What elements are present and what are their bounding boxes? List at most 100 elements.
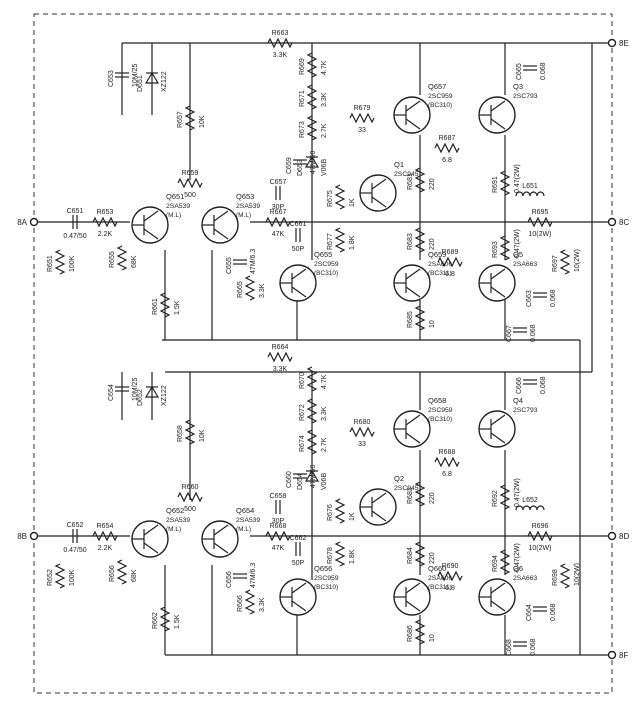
capacitor-value: 0.47/50: [63, 233, 86, 240]
resistor-value: 500: [184, 192, 196, 199]
resistor-label: R688: [439, 449, 456, 456]
resistor-r672: [306, 398, 318, 424]
capacitor-c656: [233, 573, 247, 579]
resistor-r698: [559, 563, 571, 589]
capacitor-value: 0.068: [550, 603, 557, 621]
terminal-label: 8B: [17, 532, 27, 541]
transistor-q659: [393, 264, 431, 302]
resistor-r659-symbol: [177, 177, 203, 189]
resistor-r673-symbol: [306, 115, 318, 141]
resistor-r681: [414, 167, 426, 193]
resistor-r693-symbol: [499, 235, 511, 261]
diode-type: V06B: [321, 473, 328, 490]
transistor-extra-label: (M.L): [166, 526, 181, 533]
resistor-value: 10(2W): [574, 249, 581, 272]
resistor-value: 1.8K: [349, 549, 356, 564]
resistor-r693: [499, 235, 511, 261]
resistor-r682-symbol: [414, 481, 426, 507]
resistor-r663-symbol: [267, 37, 293, 49]
resistor-r689-symbol: [437, 256, 463, 268]
transistor-type-label: 2SA539: [166, 203, 190, 210]
resistor-r689: [437, 256, 463, 268]
capacitor-label: C666: [516, 377, 523, 394]
transistor-label: Q653: [236, 192, 254, 201]
terminal-label: 8D: [619, 532, 629, 541]
resistor-label: R660: [182, 484, 199, 491]
transistor-type-label: 2SC959: [428, 93, 453, 100]
diode-type: V06B: [321, 159, 328, 176]
resistor-label: R687: [439, 135, 456, 142]
transistor-type-label: 2SC793: [513, 407, 538, 414]
capacitor-c666: [523, 379, 537, 385]
resistor-value: 33: [358, 441, 366, 448]
resistor-label: R683: [407, 233, 414, 250]
resistor-r668-symbol: [265, 530, 291, 542]
transistor-q655: [279, 264, 317, 302]
transistor-label: Q6: [513, 564, 523, 573]
resistor-label: R692: [492, 490, 499, 507]
resistor-r694: [499, 549, 511, 575]
resistor-value: 220: [429, 238, 436, 250]
inductor-l652: [515, 505, 545, 511]
capacitor-c660: [293, 473, 307, 479]
transistor-q652: [131, 520, 169, 558]
resistor-value: 10K: [199, 429, 206, 442]
resistor-label: R686: [407, 625, 414, 642]
resistor-value: 100K: [69, 569, 76, 586]
resistor-label: R665: [237, 281, 244, 298]
resistor-r669: [306, 52, 318, 78]
capacitor-c653: [115, 72, 129, 78]
transistor-q653: [201, 206, 239, 244]
resistor-r652-symbol: [54, 563, 66, 589]
diode-label: D653: [297, 159, 304, 176]
resistor-value: 10: [429, 634, 436, 642]
resistor-r666: [244, 589, 256, 615]
resistor-label: R682: [407, 487, 414, 504]
resistor-value: 4.7K: [321, 60, 328, 75]
resistor-r668: [265, 530, 291, 542]
resistor-label: R668: [270, 523, 287, 530]
transistor-q5: [478, 264, 516, 302]
diode-type: XZ122: [161, 385, 168, 406]
resistor-r651: [54, 249, 66, 275]
resistor-r661: [159, 292, 171, 318]
transistor-label: Q5: [513, 250, 523, 259]
resistor-r690-symbol: [437, 570, 463, 582]
resistor-r657: [184, 105, 196, 131]
transistor-q654: [201, 520, 239, 558]
capacitor-value: 10M/25: [132, 64, 139, 87]
capacitor-value: 47M/50: [310, 151, 317, 174]
resistor-r652: [54, 563, 66, 589]
resistor-label: R690: [442, 563, 459, 570]
resistor-r692: [499, 484, 511, 510]
capacitor-value: 47M/50: [310, 465, 317, 488]
resistor-r661-symbol: [159, 292, 171, 318]
transistor-type-label: 2SC945: [394, 485, 419, 492]
resistor-r673: [306, 115, 318, 141]
resistor-r664-symbol: [267, 351, 293, 363]
transistor-type-label: 2SA663: [513, 261, 537, 268]
resistor-label: R693: [492, 241, 499, 258]
resistor-label: R669: [299, 58, 306, 75]
capacitor-c657: [275, 186, 281, 200]
capacitor-c652: [72, 529, 78, 543]
transistor-label: Q658: [428, 396, 446, 405]
resistor-r654: [92, 530, 118, 542]
resistor-value: 2.2K: [98, 545, 113, 552]
terminal-8f: 8F: [607, 650, 628, 660]
resistor-label: R656: [109, 565, 116, 582]
resistor-r676: [334, 498, 346, 524]
capacitor-value: 47M/6.3: [250, 563, 257, 588]
resistor-r656: [116, 559, 128, 585]
transistor-label: Q659: [428, 250, 446, 259]
resistor-value: 6.8: [442, 157, 452, 164]
resistor-value: 47K: [272, 231, 285, 238]
wiring: [34, 42, 612, 656]
terminal-8b: 8B: [17, 531, 39, 541]
resistor-value: 3.3K: [259, 597, 266, 612]
capacitor-c659: [293, 159, 307, 165]
transistor-label: Q654: [236, 506, 254, 515]
transistor-type-label: 2SA606: [428, 575, 452, 582]
resistor-label: R673: [299, 121, 306, 138]
resistor-r674: [306, 429, 318, 455]
